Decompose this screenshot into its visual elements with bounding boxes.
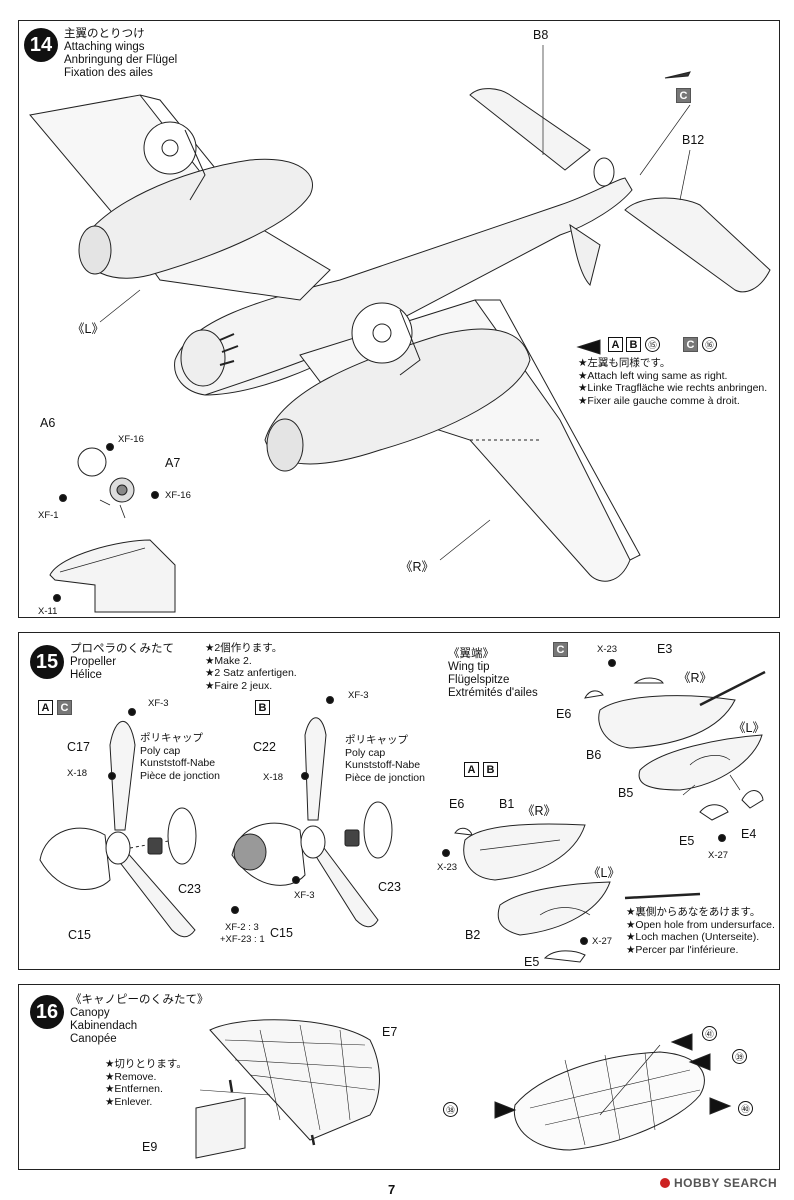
- step-41-ref-icon: ㊶: [702, 1026, 717, 1041]
- label-b12: B12: [682, 133, 705, 147]
- parts-tree-c-icon: C: [553, 642, 568, 657]
- left-wing-note: ★左翼も同様です。 ★Attach left wing same as righ…: [578, 357, 768, 407]
- paint-x18-a: X-18: [67, 768, 88, 779]
- paint-xf16-a: XF-16: [118, 434, 144, 445]
- step-15-panel: [18, 632, 780, 970]
- step-14-number: 14: [24, 28, 58, 62]
- polycap-note-2: ポリキャップ Poly cap Kunststoff-Nabe Pièce de…: [345, 734, 425, 784]
- paint-x23-b: X-23: [597, 644, 618, 655]
- label-e5: E5: [524, 955, 540, 969]
- paint-xf16-b: XF-16: [165, 490, 191, 501]
- label-b2: B2: [465, 928, 481, 942]
- label-c22: C22: [253, 740, 276, 754]
- step-15-number: 15: [30, 645, 64, 679]
- step-38-ref-icon: ㊳: [443, 1102, 458, 1117]
- paint-x27-b: X-27: [708, 850, 729, 861]
- label-c17: C17: [67, 740, 90, 754]
- label-e6b: E6: [556, 707, 572, 721]
- paint-xf3-b: XF-3: [348, 690, 369, 701]
- watermark-logo: HOBBY SEARCH: [660, 1176, 777, 1190]
- label-l-1: 《L》: [588, 866, 620, 880]
- paint-x11: X-11: [38, 606, 58, 617]
- parts-tree-a-icon: A: [464, 762, 479, 777]
- paint-mix-1: XF-2 : 3: [225, 922, 259, 933]
- wingtip-title: 《翼端》 Wing tip Flügelspitze Extrémités d'…: [448, 648, 538, 699]
- label-c15b: C15: [270, 926, 293, 940]
- label-b5: B5: [618, 786, 634, 800]
- label-c15: C15: [68, 928, 91, 942]
- label-a7: A7: [165, 456, 181, 470]
- label-e6: E6: [449, 797, 465, 811]
- paint-xf3-a: XF-3: [148, 698, 169, 709]
- label-e3: E3: [657, 642, 673, 656]
- hole-note: ★裏側からあなをあけます。 ★Open hole from undersurfa…: [626, 906, 775, 956]
- label-c23: C23: [178, 882, 201, 896]
- label-r-1: 《R》: [522, 804, 557, 818]
- label-c23b: C23: [378, 880, 401, 894]
- remove-note: ★切りとります。 ★Remove. ★Entfernen. ★Enlever.: [105, 1058, 187, 1108]
- step-16-number: 16: [30, 995, 64, 1029]
- paint-x18-b: X-18: [263, 772, 284, 783]
- label-a6: A6: [40, 416, 56, 430]
- step-14-title: 主翼のとりつけ Attaching wings Anbringung der F…: [64, 28, 178, 79]
- label-l-2: 《L》: [733, 721, 765, 735]
- label-b1: B1: [499, 797, 515, 811]
- label-left-wing: 《L》: [72, 322, 104, 336]
- label-e9: E9: [142, 1140, 158, 1154]
- label-e4: E4: [741, 827, 757, 841]
- paint-xf1: XF-1: [38, 510, 59, 521]
- polycap-note-1: ポリキャップ Poly cap Kunststoff-Nabe Pièce de…: [140, 732, 220, 782]
- step-15-ref-icon: ⑮: [645, 337, 660, 352]
- parts-tree-c-icon: C: [683, 337, 698, 352]
- paint-xf3-c: XF-3: [294, 890, 315, 901]
- paint-x27-a: X-27: [592, 936, 613, 947]
- label-e5b: E5: [679, 834, 695, 848]
- parts-tree-c-icon: C: [676, 88, 691, 103]
- make-two-note: ★2個作ります。 ★Make 2. ★2 Satz anfertigen. ★F…: [205, 642, 297, 692]
- step-16-ref-icon: ⑯: [702, 337, 717, 352]
- label-r-2: 《R》: [678, 671, 713, 685]
- step-16-panel: [18, 984, 780, 1170]
- page-number: 7: [388, 1182, 396, 1197]
- aircraft-wing-assembly-diagram: [29, 45, 771, 613]
- parts-tree-c-icon: C: [57, 700, 72, 715]
- step-16-title: 《キャノピーのくみたて》 Canopy Kabinendach Canopée: [70, 994, 209, 1045]
- label-b8: B8: [533, 28, 549, 42]
- step-39-ref-icon: ㊴: [732, 1049, 747, 1064]
- parts-tree-b-icon: B: [483, 762, 498, 777]
- logo-icon: [660, 1178, 670, 1188]
- step-40-ref-icon: ㊵: [738, 1101, 753, 1116]
- label-right-wing: 《R》: [400, 560, 435, 574]
- parts-tree-a-icon: A: [38, 700, 53, 715]
- propeller-and-wingtip-diagram: [39, 659, 766, 963]
- label-e7: E7: [382, 1025, 398, 1039]
- step-14-panel: [18, 20, 780, 618]
- paint-x23-a: X-23: [437, 862, 458, 873]
- step-15-title: プロペラのくみたて Propeller Hélice: [70, 643, 174, 681]
- label-b6: B6: [586, 748, 602, 762]
- paint-mix-2: +XF-23 : 1: [220, 934, 265, 945]
- parts-tree-b-icon: B: [255, 700, 270, 715]
- parts-tree-a-icon: A: [608, 337, 623, 352]
- parts-tree-b-icon: B: [626, 337, 641, 352]
